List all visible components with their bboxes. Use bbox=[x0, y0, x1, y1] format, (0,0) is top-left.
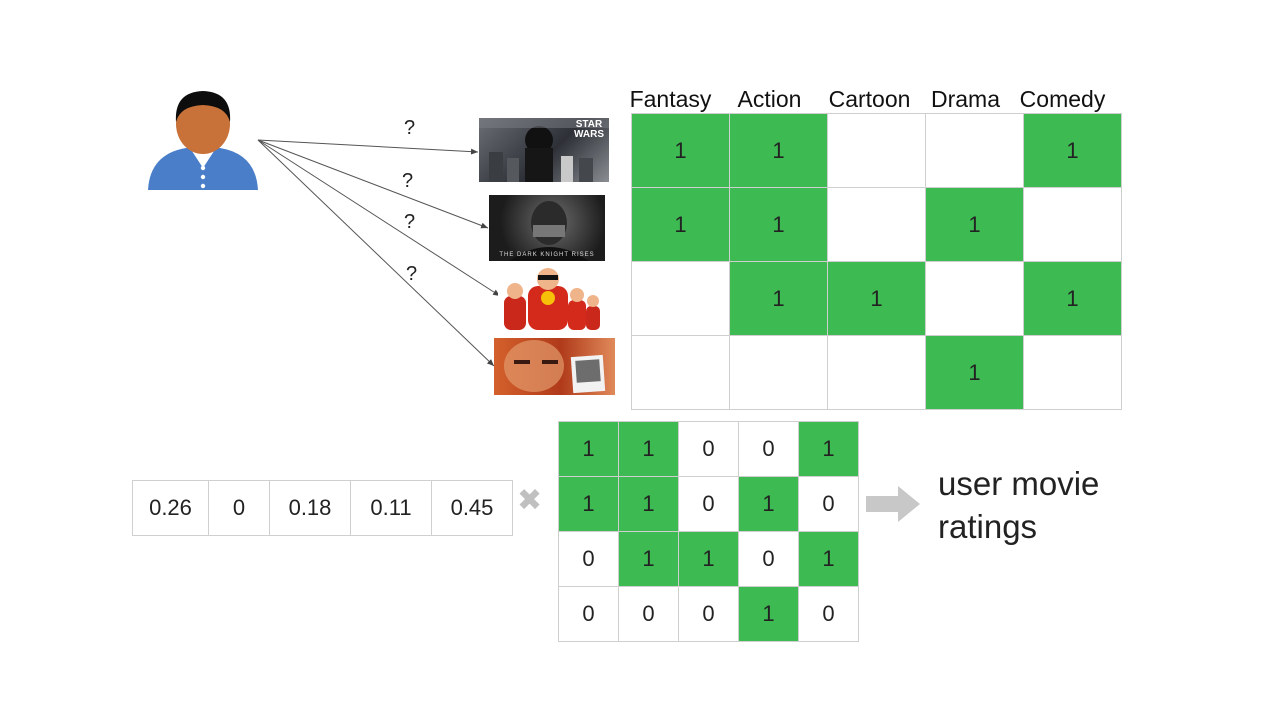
user-weight-vector: 0.26 0 0.18 0.11 0.45 bbox=[132, 480, 513, 536]
matrix-cell: 0 bbox=[738, 421, 799, 477]
question-mark: ? bbox=[404, 117, 416, 139]
genre-header-drama: Drama bbox=[930, 86, 1000, 112]
matrix-cell: 1 bbox=[729, 261, 828, 336]
weight-cell: 0.26 bbox=[132, 480, 209, 536]
poster-title: STAR WARS bbox=[574, 119, 604, 140]
matrix-cell: 1 bbox=[738, 476, 799, 532]
right-arrow-icon bbox=[866, 486, 920, 522]
matrix-cell: 0 bbox=[618, 586, 679, 642]
result-label: user movie ratings bbox=[938, 465, 1100, 545]
weight-cell: 0.18 bbox=[269, 480, 351, 536]
matrix-cell: 1 bbox=[631, 113, 730, 188]
matrix-cell: 1 bbox=[798, 531, 859, 587]
user-avatar-icon bbox=[148, 91, 258, 190]
matrix-cell: 1 bbox=[618, 421, 679, 477]
matrix-cell: 0 bbox=[678, 421, 739, 477]
genre-header-fantasy: Fantasy bbox=[629, 86, 712, 112]
star-wars-poster: STAR WARS bbox=[479, 118, 609, 182]
genre-header-action: Action bbox=[737, 86, 802, 112]
matrix-cell: 1 bbox=[618, 476, 679, 532]
matrix-cell: 1 bbox=[738, 586, 799, 642]
dark-knight-rises-poster: THE DARK KNIGHT RISES bbox=[489, 195, 605, 261]
matrix-cell: 0 bbox=[798, 476, 859, 532]
incredibles-poster bbox=[498, 266, 602, 330]
matrix-cell: 0 bbox=[738, 531, 799, 587]
question-mark: ? bbox=[402, 170, 414, 192]
matrix-cell: 1 bbox=[1023, 113, 1122, 188]
weight-cell: 0.45 bbox=[431, 480, 513, 536]
matrix-cell: 0 bbox=[678, 476, 739, 532]
matrix-cell: 1 bbox=[925, 187, 1024, 262]
matrix-cell: 1 bbox=[631, 187, 730, 262]
matrix-cell: 0 bbox=[678, 586, 739, 642]
matrix-cell: 1 bbox=[729, 113, 828, 188]
weight-cell: 0 bbox=[208, 480, 270, 536]
matrix-cell: 1 bbox=[827, 261, 926, 336]
matrix-cell bbox=[925, 113, 1024, 188]
matrix-cell bbox=[1023, 335, 1122, 410]
matrix-cell: 1 bbox=[925, 335, 1024, 410]
matrix-cell bbox=[631, 261, 730, 336]
genre-header-cartoon: Cartoon bbox=[828, 86, 911, 112]
matrix-cell: 0 bbox=[558, 531, 619, 587]
matrix-cell bbox=[925, 261, 1024, 336]
memento-poster bbox=[494, 338, 615, 395]
matrix-cell: 1 bbox=[618, 531, 679, 587]
matrix-cell: 1 bbox=[678, 531, 739, 587]
weight-cell: 0.11 bbox=[350, 480, 432, 536]
matrix-cell: 1 bbox=[558, 421, 619, 477]
question-mark: ? bbox=[406, 263, 418, 285]
matrix-cell: 1 bbox=[729, 187, 828, 262]
matrix-cell bbox=[827, 187, 926, 262]
matrix-cell bbox=[729, 335, 828, 410]
matrix-cell: 1 bbox=[558, 476, 619, 532]
question-mark: ? bbox=[404, 211, 416, 233]
matrix-cell: 1 bbox=[798, 421, 859, 477]
genre-header-comedy: Comedy bbox=[1019, 86, 1106, 112]
matrix-cell bbox=[827, 113, 926, 188]
matrix-cell bbox=[631, 335, 730, 410]
matrix-cell: 0 bbox=[798, 586, 859, 642]
matrix-cell: 1 bbox=[1023, 261, 1122, 336]
matrix-cell bbox=[827, 335, 926, 410]
matrix-cell: 0 bbox=[558, 586, 619, 642]
multiply-icon: ✖ bbox=[517, 484, 543, 517]
matrix-cell bbox=[1023, 187, 1122, 262]
poster-title: THE DARK KNIGHT RISES bbox=[499, 252, 595, 258]
